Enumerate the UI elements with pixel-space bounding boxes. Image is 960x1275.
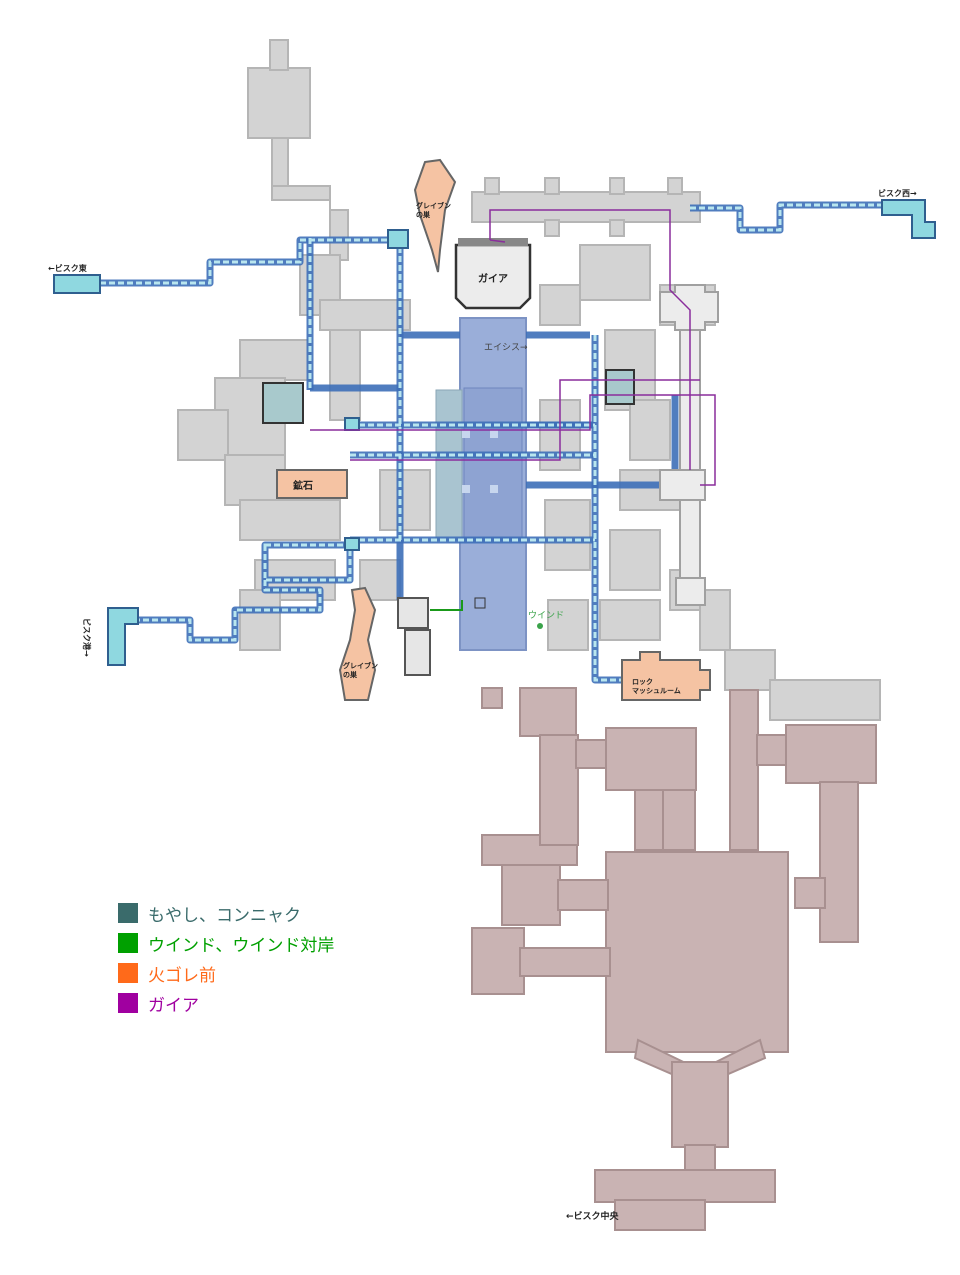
gaia-label: ガイア [478, 272, 508, 285]
legend: もやし、コンニャク ウインド、ウインド対岸 火ゴレ前 ガイア [118, 898, 334, 1018]
legend-swatch [118, 963, 138, 983]
legend-item-moyashi: もやし、コンニャク [118, 898, 334, 928]
central-blue-area [435, 317, 527, 651]
legend-swatch [118, 993, 138, 1013]
south-pink-area [471, 687, 877, 1231]
griffin-nest-1-label: グレイブンの巣 [416, 201, 451, 219]
legend-label: 火ゴレ前 [148, 965, 216, 986]
legend-swatch [118, 933, 138, 953]
legend-item-wind: ウインド、ウインド対岸 [118, 928, 334, 958]
stair-room [397, 597, 431, 676]
legend-label: ガイア [148, 995, 199, 1016]
water-exits [53, 199, 936, 666]
north-exit-label: ビスク港→ [82, 618, 92, 657]
legend-item-fire-golem: 火ゴレ前 [118, 958, 334, 988]
orange-rooms [276, 158, 711, 701]
griffin-nest-2-label: グレイブンの巣 [343, 661, 378, 679]
east-exit-label: ←ビスク東 [48, 263, 87, 273]
wind-label: ウインド [528, 610, 564, 621]
gaia-room [454, 238, 532, 310]
legend-label: もやし、コンニャク [148, 905, 301, 926]
aesis-label: エイシス→ [484, 343, 528, 353]
north-gray-area [177, 39, 431, 651]
wind-marker [474, 597, 543, 629]
teal-rooms [262, 369, 635, 424]
legend-item-gaia: ガイア [118, 988, 334, 1018]
legend-swatch [118, 903, 138, 923]
center-exit-label: ←ビスク中央 [566, 1210, 620, 1222]
map-labels: ←ビスク東 ビスク西→ ビスク港→ ←ビスク中央 ガイア 鉱石 エイシス→ ウイ… [48, 188, 917, 1222]
ore-label: 鉱石 [293, 479, 313, 492]
rock-mushroom-label: ロックマッシュルーム [632, 677, 681, 695]
west-exit-label: ビスク西→ [878, 188, 917, 198]
legend-label: ウインド、ウインド対岸 [148, 935, 335, 956]
route-purple [310, 209, 716, 486]
